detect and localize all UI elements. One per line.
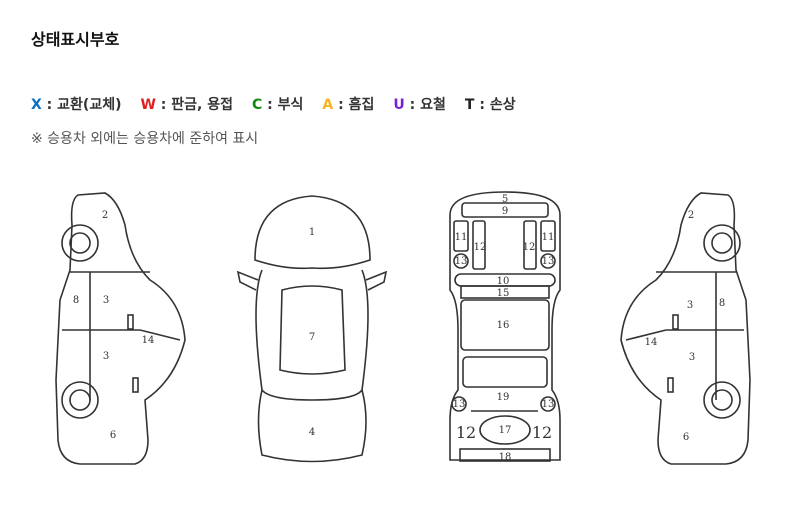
legend-item-c: C : 부식	[252, 94, 303, 114]
legend-text: T	[464, 97, 475, 113]
part-number-label: 13	[542, 399, 555, 410]
part-number-label: 10	[497, 276, 510, 287]
legend-text: U	[393, 97, 405, 113]
legend-text: :	[262, 97, 278, 113]
status-legend: X : 교환(교체) W : 판금, 용접 C : 부식 A : 흠집 U : …	[31, 94, 535, 114]
part-number-label: 8	[719, 298, 725, 309]
legend-text: A	[322, 97, 334, 113]
part-number-label: 12	[456, 423, 476, 442]
part-number-label: 3	[689, 352, 695, 363]
part-number-label: 5	[502, 194, 508, 205]
part-number-label: 12	[474, 242, 487, 253]
part-number-label: 14	[645, 337, 658, 348]
part-number-label: 2	[688, 210, 694, 221]
part-number-label: 4	[309, 427, 315, 438]
legend-text: :	[404, 97, 421, 113]
legend-item-a: A : 흠집	[322, 94, 374, 114]
part-number-label: 1	[309, 227, 315, 238]
part-number-label: 2	[102, 210, 108, 221]
part-number-label: 19	[497, 392, 510, 403]
part-number-label: 13	[453, 399, 466, 410]
car-underbody-diagram: 5 9 11 12 12 11 13 13 10 15 16 19 13 13 …	[449, 191, 561, 463]
legend-text: 부식	[277, 97, 304, 113]
car-left-side-diagram: 2 8 3 3 14 6	[55, 192, 186, 465]
part-number-label: 11	[455, 232, 468, 243]
part-number-label: 6	[110, 430, 116, 441]
legend-text: 흠집	[348, 97, 375, 113]
part-number-label: 17	[499, 425, 512, 436]
legend-text: :	[333, 97, 349, 113]
note-text: ※ 승용차 외에는 승용차에 준하여 표시	[31, 131, 259, 147]
part-number-label: 13	[455, 256, 468, 267]
legend-item-x: X : 교환(교체)	[31, 94, 121, 114]
part-number-label: 3	[687, 300, 693, 311]
part-number-label: 3	[103, 351, 109, 362]
legend-item-u: U : 요철	[393, 94, 446, 114]
legend-text: C	[252, 97, 263, 113]
legend-text: :	[474, 97, 490, 113]
part-number-label: 13	[542, 256, 555, 267]
part-number-label: 16	[497, 320, 510, 331]
part-number-label: 11	[542, 232, 555, 243]
legend-text: 판금, 용접	[171, 97, 234, 113]
legend-item-w: W : 판금, 용접	[140, 94, 233, 114]
part-number-label: 9	[502, 206, 508, 217]
legend-item-t: T : 손상	[465, 94, 516, 114]
part-number-label: 3	[103, 295, 109, 306]
car-right-side-diagram: 2 8 3 3 14 6	[620, 192, 751, 465]
part-number-label: 15	[497, 288, 510, 299]
part-number-label: 12	[532, 423, 552, 442]
part-number-label: 6	[683, 432, 689, 443]
legend-text: :	[41, 97, 58, 113]
legend-text: W	[140, 97, 156, 113]
legend-text: 교환(교체)	[57, 97, 122, 113]
legend-text: :	[155, 97, 172, 113]
part-number-label: 7	[309, 332, 315, 343]
page-title: 상태표시부호	[31, 30, 120, 49]
car-top-diagram: 1 7 4	[236, 195, 388, 463]
part-number-label: 8	[73, 295, 79, 306]
part-number-label: 12	[523, 242, 536, 253]
part-number-label: 14	[142, 335, 155, 346]
legend-text: 손상	[489, 97, 516, 113]
legend-text: X	[31, 97, 42, 113]
part-number-label: 18	[499, 452, 512, 463]
legend-text: 요철	[420, 97, 446, 113]
